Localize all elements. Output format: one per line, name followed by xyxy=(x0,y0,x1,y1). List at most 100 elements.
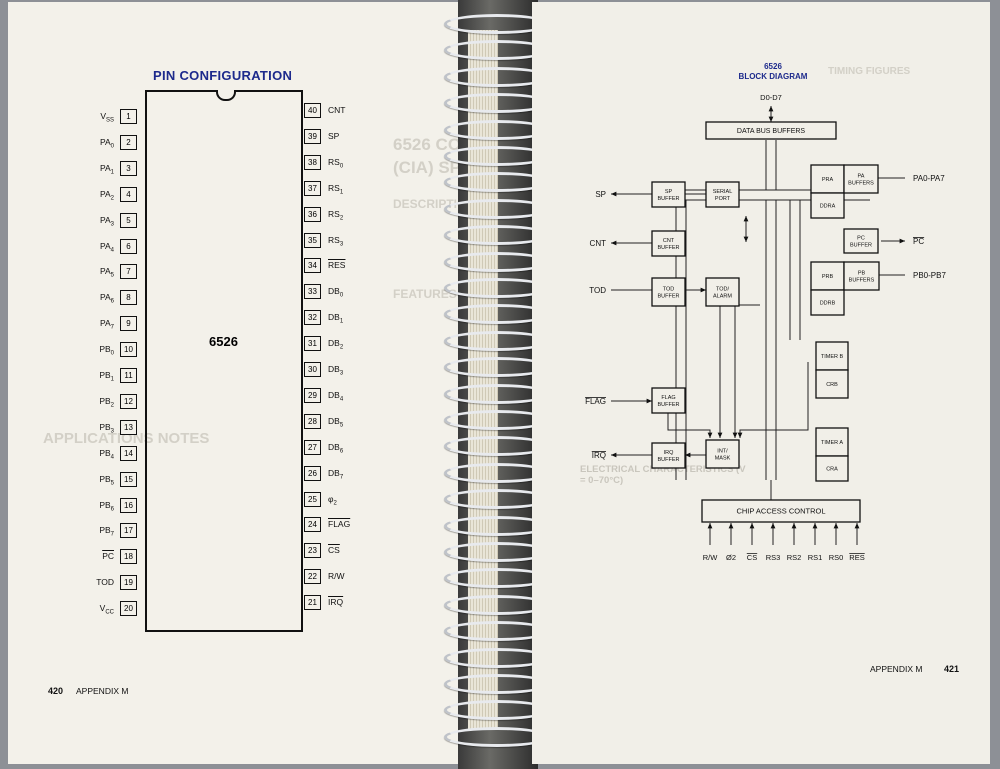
pin-number: 33 xyxy=(304,284,321,300)
pin-name-text: RS xyxy=(328,208,340,219)
int-mask-label: INT/ xyxy=(717,448,728,454)
pin-number: 34 xyxy=(304,258,321,274)
pin-number: 15 xyxy=(120,471,137,487)
pin-name-text: RS xyxy=(328,234,340,245)
pin-number: 11 xyxy=(120,368,137,383)
pin-name: PA6 xyxy=(76,292,114,305)
pin-name-text: PB xyxy=(99,447,111,458)
pin-number: 21 xyxy=(304,595,321,611)
pin-name: FLAG xyxy=(328,519,350,529)
tod-alarm: TOD/ALARM xyxy=(705,277,740,307)
pb-bus-label: PB0-PB7 xyxy=(913,271,946,280)
pin-name-subscript: 1 xyxy=(110,169,114,176)
pin-name-subscript: 6 xyxy=(339,448,344,455)
left-footer-label: APPENDIX M xyxy=(76,686,129,696)
pin-name-subscript: 0 xyxy=(110,143,114,150)
pin-name-subscript: 5 xyxy=(110,273,114,280)
pin-name: RS0 xyxy=(328,157,343,170)
pin-number: 2 xyxy=(120,134,137,150)
pin-configuration-title: PIN CONFIGURATION xyxy=(153,68,293,83)
pin-name-text: DB xyxy=(328,364,340,374)
pin-number: 26 xyxy=(304,465,321,481)
pin-name-subscript: 0 xyxy=(339,292,344,299)
pin-name: SP xyxy=(328,131,339,141)
pin-name: TOD xyxy=(76,577,114,587)
pin-name-text: RS xyxy=(328,182,340,193)
pin-number: 39 xyxy=(304,128,321,144)
pin-number: 35 xyxy=(304,232,321,248)
pin-name: PA7 xyxy=(76,318,114,331)
pin-name-subscript: 0 xyxy=(110,350,114,357)
crb-label: CRB xyxy=(826,382,838,388)
sp-buffer-label: BUFFER xyxy=(658,196,680,202)
pin-number: 30 xyxy=(304,362,321,377)
pin-name-text: PA xyxy=(99,240,111,251)
pin-name-text: PB xyxy=(99,395,111,406)
pin-number: 7 xyxy=(120,264,137,280)
block-diagram-chip: 6526 xyxy=(764,62,782,71)
pin-number: 22 xyxy=(304,569,321,585)
pin-name-subscript: SS xyxy=(105,117,114,124)
pin-name-subscript: 4 xyxy=(339,396,344,403)
pin-name: DB5 xyxy=(328,416,343,429)
control-pin-label: RS3 xyxy=(766,553,781,562)
pb-buffers-label: BUFFERS xyxy=(849,277,875,283)
sp-buffer-label: SP xyxy=(665,189,673,195)
prb-box xyxy=(810,261,845,291)
signal-line xyxy=(732,304,760,438)
ddrb-box xyxy=(810,289,845,316)
pin-name-subscript: 6 xyxy=(110,298,114,305)
timer-a-label: TIMER A xyxy=(821,440,843,446)
pc-buffer-label: PC xyxy=(857,235,865,241)
chip-label: 6526 xyxy=(209,334,238,349)
pin-name-subscript: 3 xyxy=(110,221,114,228)
pin-name: RES xyxy=(328,260,345,270)
timer-b-label: TIMER B xyxy=(821,354,844,360)
ddrb: DDRB xyxy=(810,289,845,316)
int-mask-box xyxy=(705,439,740,469)
timer-b: TIMER B xyxy=(815,341,849,371)
cnt-buffer-label: BUFFER xyxy=(658,245,680,251)
pin-name-text: CS xyxy=(328,545,340,556)
pin-name-subscript: 2 xyxy=(339,215,344,222)
pin-name-subscript: 3 xyxy=(110,428,114,435)
irq-signal: IRQ xyxy=(592,451,606,460)
pin-number: 40 xyxy=(304,103,321,118)
pin-name-text: FLAG xyxy=(328,519,351,530)
signal-line xyxy=(737,362,809,438)
pin-name-text: PA xyxy=(99,292,111,303)
pin-name-subscript: 5 xyxy=(339,422,344,429)
pin-name: PB5 xyxy=(76,474,114,487)
chip-access-control: CHIP ACCESS CONTROL xyxy=(701,499,861,523)
ghost-notes: APPLICATIONS NOTES xyxy=(43,430,210,447)
crb-box xyxy=(815,369,849,399)
ddra-box xyxy=(810,192,845,219)
pin-name-subscript: 2 xyxy=(110,195,114,202)
pin-name-text: PA xyxy=(99,162,111,173)
pin-name: PB6 xyxy=(76,500,114,513)
control-pin-label: RS1 xyxy=(808,553,823,562)
pin-number: 8 xyxy=(120,290,137,306)
chip-notch xyxy=(216,90,236,101)
pin-name-text: TOD xyxy=(96,577,114,588)
flag-buffer-label: FLAG xyxy=(661,395,675,401)
tod-alarm-box xyxy=(705,277,740,307)
pin-name: CNT xyxy=(328,105,345,115)
pin-name: PA5 xyxy=(76,266,114,279)
pin-name-text: PA xyxy=(99,266,111,277)
tod-buffer-label: TOD xyxy=(663,286,675,292)
pin-name-subscript: 2 xyxy=(333,500,337,507)
pin-name-text: PC xyxy=(102,551,114,562)
pin-number: 5 xyxy=(120,212,137,228)
pin-number: 10 xyxy=(120,342,137,358)
sp-buffer-box xyxy=(651,181,686,208)
pb-buffers-box xyxy=(843,261,880,291)
left-page: 6526 COMPLEX INTERFACE ADAPTER (CIA) SPE… xyxy=(8,2,473,764)
pa-buffers-box xyxy=(843,164,879,194)
pin-name: RS2 xyxy=(328,209,343,222)
serial-port-box xyxy=(705,181,740,208)
pin-name: PB4 xyxy=(76,448,114,461)
